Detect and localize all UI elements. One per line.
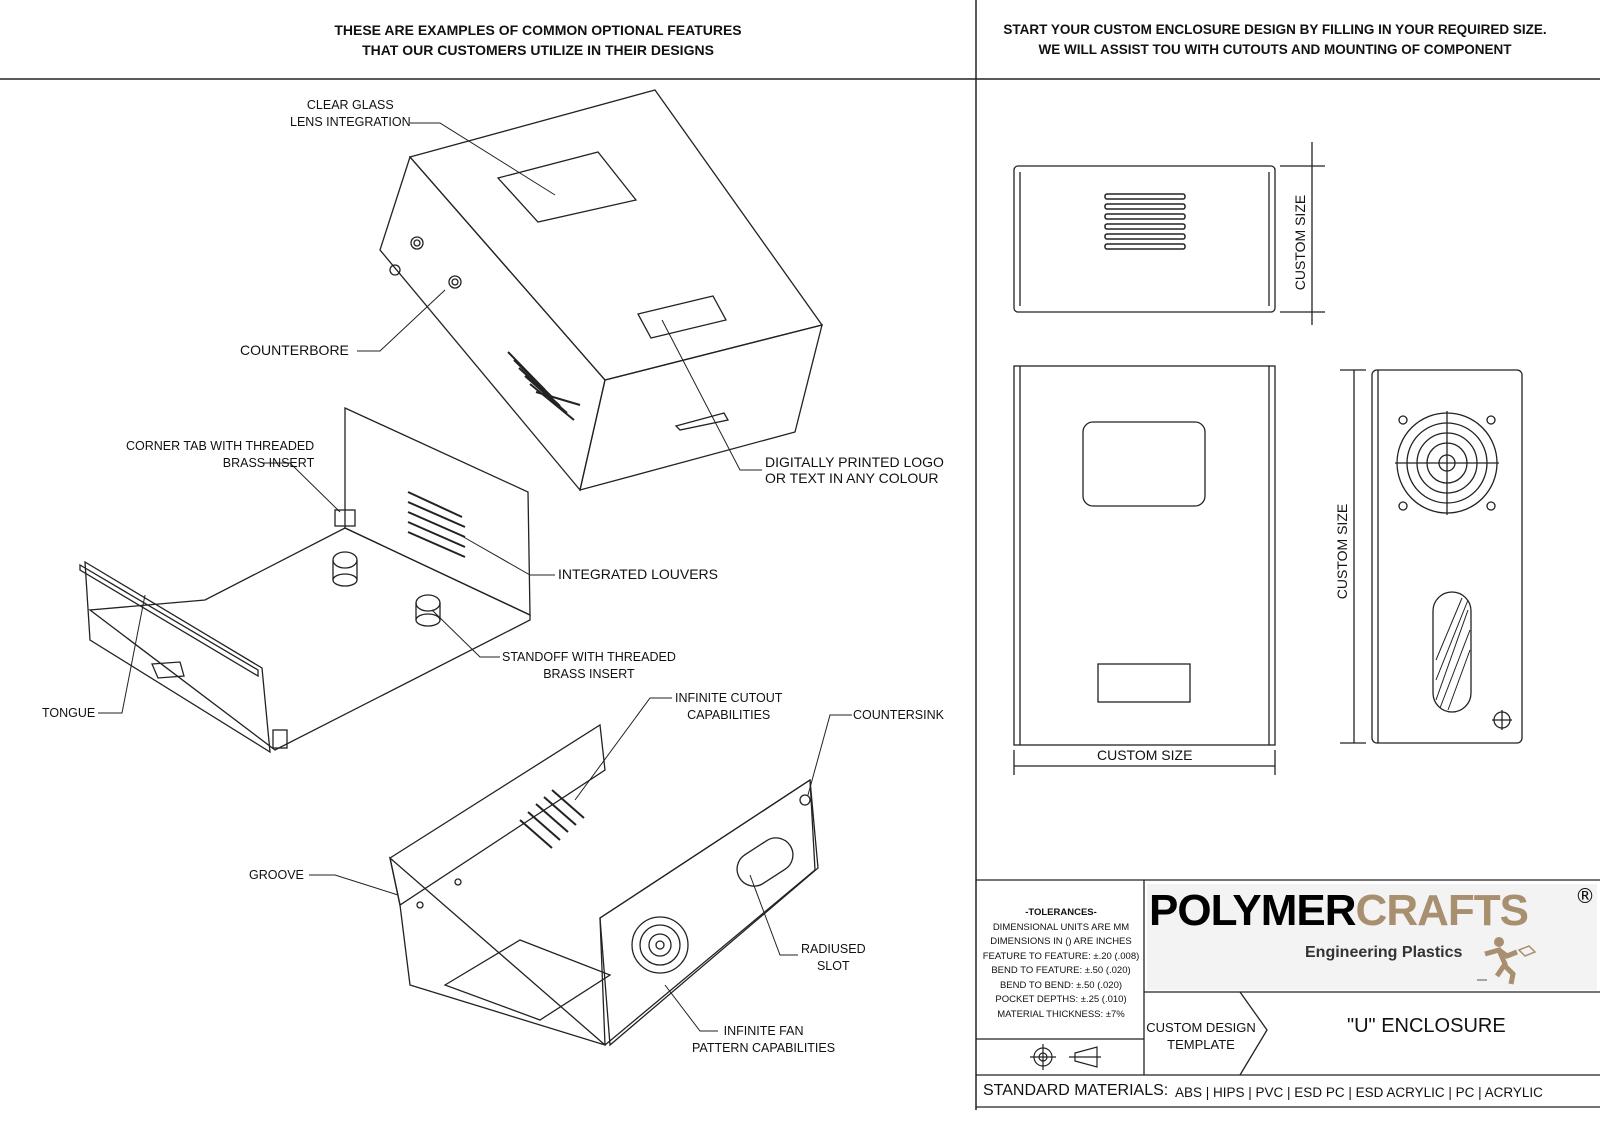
materials-list: ABS | HIPS | PVC | ESD PC | ESD ACRYLIC … — [1175, 1085, 1543, 1100]
front-view — [1013, 365, 1276, 775]
right-header-line1: START YOUR CUSTOM ENCLOSURE DESIGN BY FI… — [1003, 22, 1547, 37]
callout-countersink: COUNTERSINK — [853, 708, 944, 722]
tolerance-line: POCKET DEPTHS: ±.25 (.010) — [995, 994, 1127, 1005]
callout-cutout: INFINITE CUTOUT CAPABILITIES — [675, 690, 782, 724]
callout-tongue: TONGUE — [42, 706, 96, 720]
callout-slot: RADIUSED SLOT — [801, 941, 866, 975]
tolerance-line: DIMENSIONAL UNITS ARE MM — [992, 921, 1130, 933]
callout-fan-line2: PATTERN CAPABILITIES — [692, 1041, 836, 1055]
tolerances-title: -TOLERANCES- — [1025, 907, 1097, 918]
tolerances-block: -TOLERANCES- DIMENSIONAL UNITS ARE MM DI… — [978, 906, 1144, 1022]
dimension-front-width: CUSTOM SIZE — [1097, 747, 1193, 763]
materials-label: STANDARD MATERIALS: — [983, 1082, 1169, 1099]
callout-fan: INFINITE FAN PATTERN CAPABILITIES — [692, 1023, 835, 1057]
template-label-line1: CUSTOM DESIGN — [1146, 1020, 1256, 1035]
left-header-line1: THESE ARE EXAMPLES OF COMMON OPTIONAL FE… — [334, 22, 742, 38]
tolerance-line: BEND TO FEATURE: ±.50 (.020) — [991, 965, 1131, 976]
dimension-side-height: CUSTOM SIZE — [1334, 503, 1351, 600]
u-enclosure-drawing — [388, 723, 819, 1047]
tolerance-line: DIMENSIONS IN () ARE INCHES — [990, 936, 1132, 947]
callout-slot-line1: RADIUSED — [801, 942, 866, 956]
callout-standoff: STANDOFF WITH THREADED BRASS INSERT — [502, 649, 676, 683]
callout-lens: CLEAR GLASS LENS INTEGRATION — [290, 97, 411, 131]
leader-lines — [98, 122, 852, 1032]
logo-text-gold: CRAFTS — [1355, 886, 1529, 935]
callout-groove: GROOVE — [249, 868, 304, 882]
dimension-top-height: CUSTOM SIZE — [1292, 194, 1309, 291]
callout-louvers: INTEGRATED LOUVERS — [558, 566, 718, 582]
callout-logo-line1: DIGITALLY PRINTED LOGO — [765, 454, 944, 470]
polymercrafts-logo: POLYMERCRAFTS ® Engineering Plastics — [1147, 884, 1597, 990]
callout-slot-line2: SLOT — [816, 959, 850, 973]
callout-standoff-line1: STANDOFF WITH THREADED — [502, 650, 676, 664]
top-view — [1013, 142, 1325, 325]
first-angle-projection-icon — [1030, 1044, 1101, 1070]
tolerance-line: MATERIAL THICKNESS: ±7% — [997, 1008, 1125, 1020]
lid-enclosure-drawing — [379, 89, 824, 492]
title-block-frame — [976, 879, 1600, 1108]
logo-subtitle: Engineering Plastics — [1305, 944, 1463, 961]
callout-corner-tab-line2: BRASS INSERT — [222, 456, 315, 470]
right-header-line2: WE WILL ASSIST TOU WITH CUTOUTS AND MOUN… — [1038, 42, 1512, 57]
left-header: THESE ARE EXAMPLES OF COMMON OPTIONAL FE… — [0, 20, 1076, 60]
callout-fan-line1: INFINITE FAN — [723, 1024, 804, 1038]
template-label-line2: TEMPLATE — [1167, 1037, 1235, 1052]
template-label: CUSTOM DESIGN TEMPLATE — [1146, 1019, 1256, 1053]
callout-corner-tab: CORNER TAB WITH THREADED BRASS INSERT — [126, 438, 314, 472]
running-man-box-icon — [1477, 937, 1537, 985]
registered-mark: ® — [1575, 884, 1595, 908]
callout-standoff-line2: BRASS INSERT — [543, 667, 635, 681]
tolerance-line: BEND TO BEND: ±.50 (.020) — [999, 979, 1123, 991]
callout-lens-line2: LENS INTEGRATION — [290, 115, 411, 129]
callout-corner-tab-line1: CORNER TAB WITH THREADED — [126, 439, 315, 453]
side-view — [1340, 369, 1523, 744]
callout-logo-line2: OR TEXT IN ANY COLOUR — [765, 470, 939, 486]
right-header: START YOUR CUSTOM ENCLOSURE DESIGN BY FI… — [976, 20, 1574, 60]
left-header-line2: THAT OUR CUSTOMERS UTILIZE IN THEIR DESI… — [362, 42, 714, 58]
callout-counterbore: COUNTERBORE — [240, 342, 349, 358]
part-name: "U" ENCLOSURE — [1347, 1015, 1506, 1037]
logo-text-black: POLYMER — [1149, 886, 1357, 935]
callout-lens-line1: CLEAR GLASS — [306, 98, 394, 112]
callout-cutout-line1: INFINITE CUTOUT — [675, 691, 783, 705]
tolerance-line: FEATURE TO FEATURE: ±.20 (.008) — [982, 950, 1140, 962]
callout-cutout-line2: CAPABILITIES — [687, 708, 771, 722]
tray-enclosure-drawing — [79, 406, 531, 754]
